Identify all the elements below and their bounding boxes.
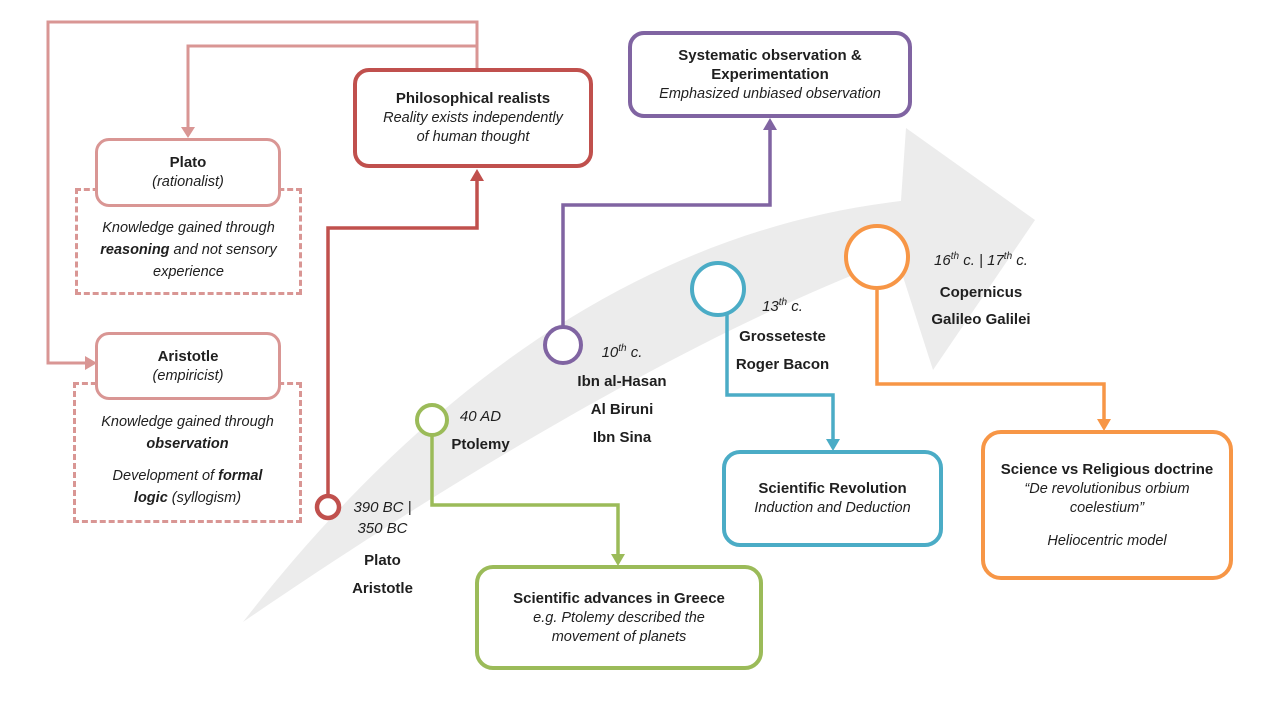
systematic-observation-box: Systematic observation & Experimentation… <box>628 31 912 118</box>
aristotle-note-logic: Development of formal logic (syllogism) <box>112 468 263 506</box>
timeline-arrow-band <box>243 200 910 622</box>
milestone-medieval-name2: Roger Bacon <box>735 356 830 373</box>
milestone-circle-islamic <box>543 325 583 365</box>
scientific-revolution-box: Scientific Revolution Induction and Dedu… <box>722 450 943 547</box>
milestone-renaissance-name2: Galileo Galilei <box>931 311 1031 328</box>
plato-box: Plato (rationalist) <box>95 138 281 207</box>
aristotle-box-subtitle: (empiricist) <box>152 367 224 384</box>
milestone-circle-medieval <box>690 261 746 317</box>
revolution-box-title: Scientific Revolution <box>758 480 907 497</box>
connector-realists-plato <box>181 44 477 138</box>
milestone-ancient-name: Plato <box>364 552 401 569</box>
milestone-ptolemy-date: 40 AD <box>459 408 502 425</box>
aristotle-box: Aristotle (empiricist) <box>95 332 281 400</box>
systematic-box-subtitle: Emphasized unbiased observation <box>659 85 881 102</box>
milestone-islamic: 10th c. Ibn al-Hasan Al Biruni Ibn Sina <box>558 338 686 452</box>
connector-ancient-realists <box>326 169 484 496</box>
milestone-renaissance-name: Copernicus <box>939 284 1023 301</box>
milestone-ancient: 390 BC | 350 BC Plato Aristotle <box>325 497 440 603</box>
aristotle-box-title: Aristotle <box>157 347 219 365</box>
systematic-box-title: Systematic observation & Experimentation <box>678 46 862 83</box>
milestone-islamic-date: 10th c. <box>601 343 643 361</box>
milestone-islamic-name: Ibn al-Hasan <box>577 373 667 390</box>
milestone-circle-renaissance <box>844 224 910 290</box>
plato-box-title: Plato <box>169 154 207 171</box>
milestone-circle-ptolemy <box>415 403 449 437</box>
connector-renaissance-doctrine <box>875 290 1111 431</box>
milestone-ancient-date: 390 BC | <box>353 499 412 516</box>
realists-box-title: Philosophical realists <box>395 90 551 107</box>
doctrine-box-note: Heliocentric model <box>1047 532 1167 549</box>
realists-box-subtitle: Reality exists independently of human th… <box>383 110 563 145</box>
aristotle-note-box: Knowledge gained through observation Dev… <box>73 382 302 523</box>
connector-ptolemy-greece <box>430 436 625 566</box>
timeline-arrow-head <box>897 128 1035 370</box>
milestone-circle-ancient <box>314 493 342 521</box>
milestone-medieval-name: Grosseteste <box>739 328 826 345</box>
milestone-ptolemy-name: Ptolemy <box>451 436 510 453</box>
greece-box-title: Scientific advances in Greece <box>513 589 725 607</box>
plato-note-text: Knowledge gained through reasoning and n… <box>100 220 277 280</box>
philosophical-realists-box: Philosophical realists Reality exists in… <box>353 68 593 168</box>
milestone-renaissance: 16th c. | 17th c. Copernicus Galileo Gal… <box>906 246 1056 333</box>
connector-medieval-revolution <box>725 314 840 451</box>
science-vs-religion-box: Science vs Religious doctrine “De revolu… <box>981 430 1233 580</box>
greece-advances-box: Scientific advances in Greece e.g. Ptole… <box>475 565 763 670</box>
milestone-medieval-date: 13th c. <box>762 297 803 315</box>
milestone-renaissance-date: 16th c. | 17th c. <box>934 251 1028 269</box>
milestone-ptolemy: 40 AD Ptolemy <box>438 406 523 459</box>
milestone-medieval: 13th c. Grosseteste Roger Bacon <box>725 292 840 379</box>
aristotle-note-observation: Knowledge gained through observation <box>101 414 274 452</box>
connector-islamic-systematic <box>561 118 777 326</box>
revolution-box-subtitle: Induction and Deduction <box>754 500 911 516</box>
doctrine-box-title: Science vs Religious doctrine <box>1000 460 1214 478</box>
connector-realists-aristotle <box>46 20 479 370</box>
milestone-islamic-name3: Ibn Sina <box>592 429 652 446</box>
milestone-ancient-name2: Aristotle <box>352 580 413 597</box>
greece-box-subtitle: e.g. Ptolemy described the movement of p… <box>533 609 705 645</box>
plato-box-subtitle: (rationalist) <box>152 174 224 190</box>
milestone-islamic-name2: Al Biruni <box>590 401 654 418</box>
doctrine-box-subtitle: “De revolutionibus orbium coelestium” <box>1024 480 1190 516</box>
milestone-ancient-date2: 350 BC <box>357 520 408 537</box>
